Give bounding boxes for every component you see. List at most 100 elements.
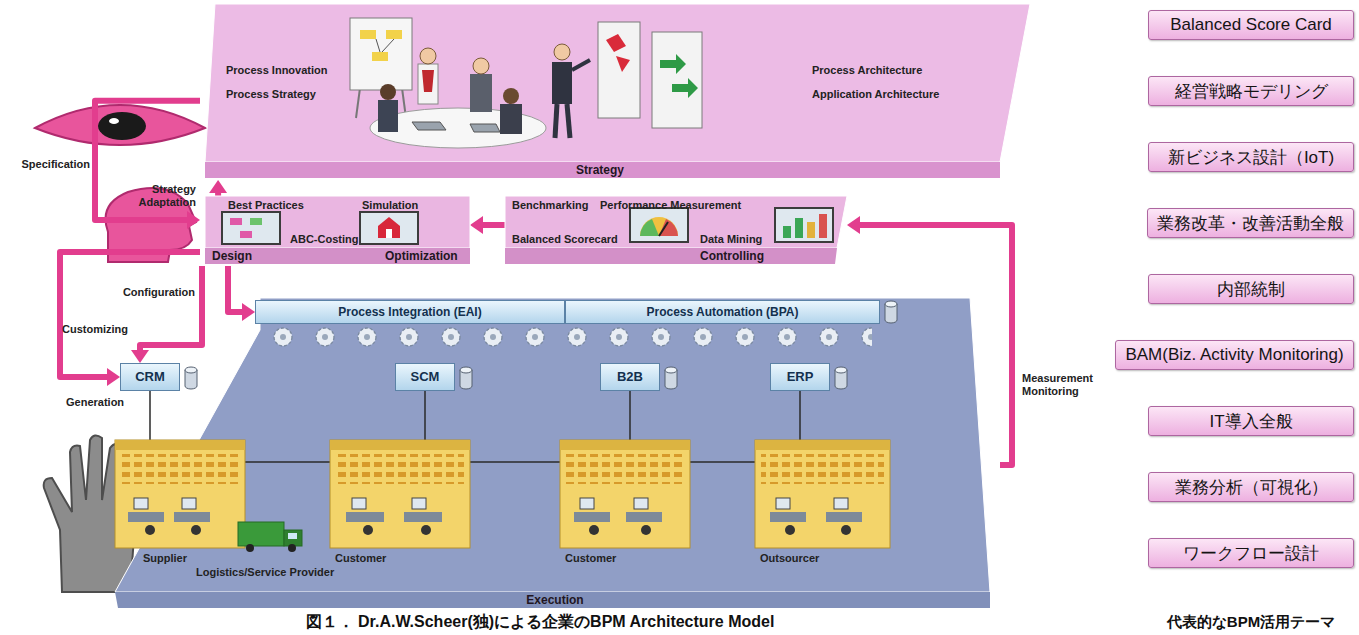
company-building [336,454,464,484]
system-wires [799,391,801,440]
plane-edge [505,248,837,264]
part-label: ABC-Costing [290,233,370,246]
meeting-scene [470,74,492,112]
part-label: Data Mining [700,233,775,246]
part-label: Process Strategy [226,88,366,101]
part-label: Supplier [143,552,203,565]
meeting-scene [380,84,396,100]
automation-box: Process Automation (BPA) [565,300,880,324]
execution-plane: ExecutionProcess Integration (EAI)Proces… [110,290,1000,610]
company-building [834,498,848,509]
company-building [174,512,210,522]
meeting-scene [360,30,376,39]
design-monitors [240,231,252,238]
eye-icon [35,105,205,145]
arrow-label: Generation [66,396,146,409]
controlling-monitors [819,214,827,238]
company-building [770,512,806,522]
arrow-line [95,101,200,220]
controlling-monitors [630,208,688,242]
controlling-monitors [659,219,678,236]
meeting-scene [422,70,434,92]
system-box: ERP [770,363,830,391]
meeting-scene [356,88,360,118]
box-text: BAM(Biz. Activity Monitoring) [1125,345,1343,365]
section-caption: 代表的なBPM活用テーマ [1148,612,1354,632]
company-building [352,498,366,509]
controlling-monitors [640,219,659,236]
meeting-scene [616,56,630,72]
theme-box: 業務改革・改善活動全般 [1147,208,1354,238]
arrow-line [481,222,505,228]
delivery-truck [238,522,284,546]
arrow-head [209,180,227,193]
arrow-line [228,266,244,312]
theme-box: 経営戦略モデリング [1148,76,1354,106]
meeting-scene [554,44,570,60]
part-label: Logistics/Service Provider [196,566,356,579]
company-building [580,498,594,509]
controlling-monitors [775,208,833,242]
part-label: Process Architecture [812,64,962,77]
meeting-scene [370,108,546,148]
eye-icon [98,112,146,140]
company-building [115,440,245,548]
box-text: 経営戦略モデリング [1175,80,1328,103]
flow-arrow [470,216,505,234]
arrow-head [242,303,255,321]
database-drums [460,367,472,389]
company-building [560,440,690,450]
meeting-scene [386,30,402,39]
company-building [755,440,890,450]
box-text: Process Integration (EAI) [338,304,481,320]
controlling-monitors [659,222,668,236]
company-building [776,498,790,509]
arrow-head [187,211,200,229]
meeting-scene [660,54,686,74]
system-wires [470,461,560,463]
flow-arrow [95,101,200,229]
theme-box: 内部統制 [1148,274,1354,304]
part-label: Outsourcer [760,552,830,565]
integration-box: Process Integration (EAI) [255,300,565,324]
company-building [785,525,795,535]
part-label: Simulation [362,199,442,212]
eye-icon [35,105,205,145]
system-wires [245,461,330,463]
delivery-truck [284,530,302,546]
company-building [115,440,245,450]
part-label: Application Architecture [812,88,962,101]
gear-row [272,326,872,348]
layer-name: Strategy [525,162,675,178]
design-monitors [230,218,242,225]
meeting-scene [552,62,572,104]
system-box: CRM [120,363,180,391]
company-building [634,498,648,509]
company-building [363,525,373,535]
company-building [330,440,470,548]
meeting-scene [500,104,522,134]
arrow-label: Strategy Adaptation [126,183,196,209]
system-wires [629,391,631,440]
meeting-scene [378,100,398,132]
company-building [128,512,164,522]
box-text: 業務分析（可視化） [1175,476,1328,499]
delivery-truck [246,544,254,552]
design-monitors [360,212,418,244]
gear-row [272,326,872,348]
box-text: SCM [411,369,440,385]
company-building [589,525,599,535]
controlling-monitors [640,217,678,236]
eye-icon [109,118,119,124]
company-building [421,525,431,535]
controlling-monitors [795,218,803,238]
company-building [134,498,148,509]
box-text: 新ビジネス設計（IoT) [1168,146,1334,169]
arrow-head [107,368,120,386]
company-building [330,440,470,450]
meeting-scene [652,32,702,128]
box-text: Process Automation (BPA) [646,304,798,320]
database-drums [185,367,197,389]
database-drums [665,367,677,389]
